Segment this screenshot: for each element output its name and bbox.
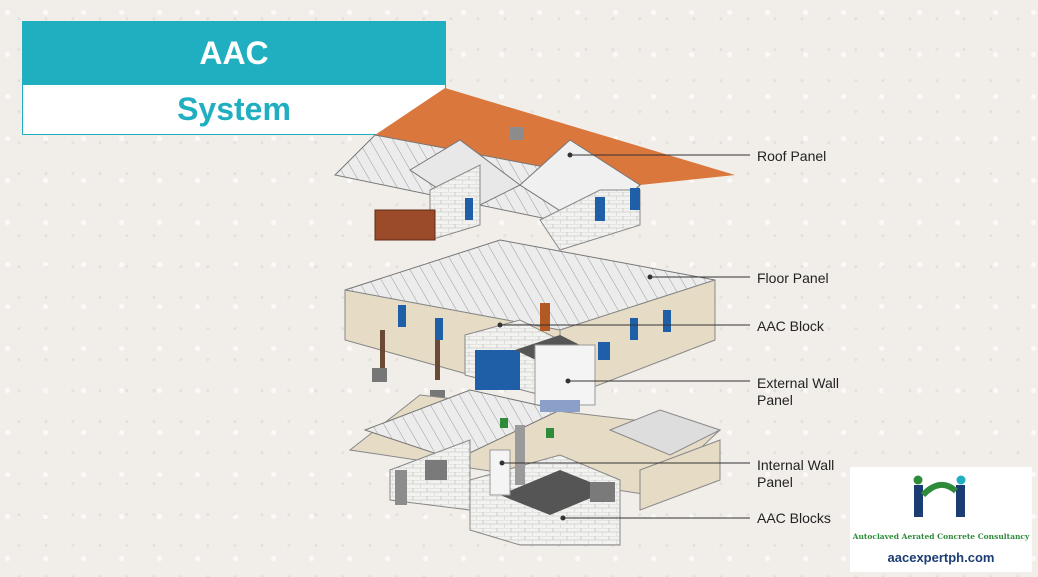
logo-mark-icon	[913, 475, 966, 517]
label-floor-panel: Floor Panel	[757, 270, 829, 286]
dot-internal-wall-panel	[499, 460, 505, 466]
company-logo: Autoclaved Aerated Concrete Consultancy …	[850, 467, 1032, 572]
roof-level	[333, 88, 735, 251]
label-aac-blocks: AAC Blocks	[757, 510, 831, 526]
ground-floor-level	[348, 389, 722, 546]
first-floor-level	[344, 239, 716, 406]
logo-tagline: Autoclaved Aerated Concrete Consultancy	[852, 532, 1030, 541]
dot-roof-panel	[567, 152, 573, 158]
leader-dots	[497, 152, 653, 521]
dot-aac-blocks	[560, 515, 566, 521]
label-roof-panel: Roof Panel	[757, 148, 827, 164]
title-line-2: System	[22, 85, 446, 135]
logo-url: aacexpertph.com	[887, 550, 995, 565]
leader-lines	[500, 154, 750, 519]
dot-floor-panel	[647, 274, 653, 280]
dot-aac-block	[497, 322, 503, 328]
title-line-1: AAC	[22, 21, 446, 85]
title-box: AAC System	[22, 21, 446, 136]
dot-external-wall-panel	[565, 378, 571, 384]
label-aac-block: AAC Block	[757, 318, 824, 334]
label-external-wall-panel: External Wall Panel	[757, 375, 839, 408]
label-internal-wall-panel: Internal Wall Panel	[757, 457, 835, 490]
